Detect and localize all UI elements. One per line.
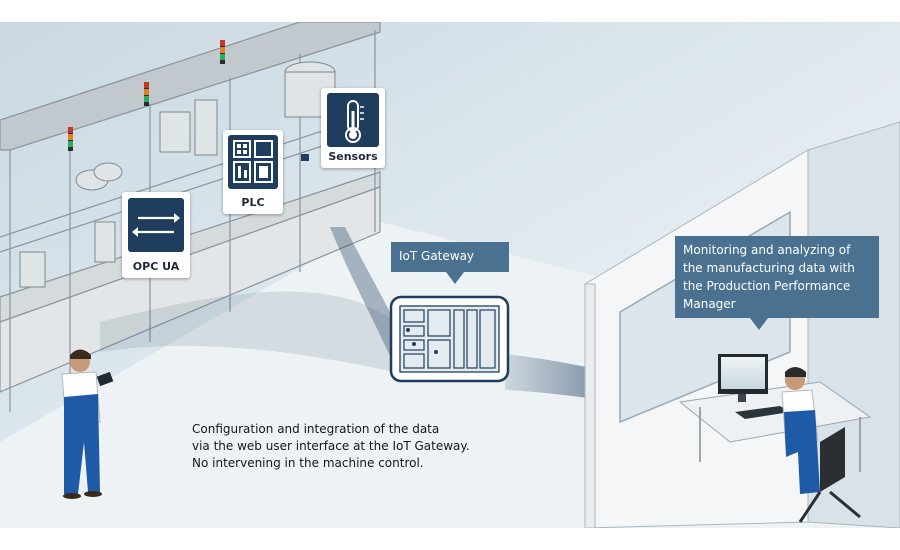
monitoring-line: the manufacturing data with — [683, 261, 855, 275]
bidirectional-arrows-icon — [132, 213, 180, 237]
configuration-description: Configuration and integration of the dat… — [192, 421, 470, 472]
signal-towers — [68, 40, 225, 151]
iot-gateway-device — [389, 295, 510, 383]
sensors-label: Sensors — [328, 150, 378, 163]
monitoring-line: Manager — [683, 297, 736, 311]
monitoring-line: the Production Performance — [683, 279, 851, 293]
opc-ua-label: OPC UA — [132, 260, 180, 273]
monitoring-callout: Monitoring and analyzing of the manufact… — [675, 236, 879, 330]
sensor-marker — [301, 154, 309, 161]
machine-parts — [19, 61, 336, 288]
plc-grid-icon — [233, 140, 273, 183]
thermometer-icon — [345, 100, 364, 143]
iot-gateway-label: IoT Gateway — [399, 249, 475, 263]
sensors-box: Sensors — [321, 88, 385, 168]
plc-box: PLC — [223, 130, 283, 214]
sensors-tile — [327, 93, 379, 147]
factory-worker — [61, 349, 114, 499]
monitoring-line: Monitoring and analyzing of — [683, 243, 851, 257]
iot-gateway-callout: IoT Gateway — [391, 242, 509, 284]
configuration-line: No intervening in the machine control. — [192, 456, 424, 470]
plc-label: PLC — [241, 196, 265, 209]
configuration-line: via the web user interface at the IoT Ga… — [192, 439, 470, 453]
opc-ua-box: OPC UA — [122, 192, 190, 278]
flow-band-machine — [100, 291, 395, 372]
flow-band-sensor — [330, 227, 395, 367]
workstation — [678, 354, 872, 523]
opc-ua-tile — [128, 198, 184, 252]
plc-tile — [228, 135, 278, 189]
configuration-line: Configuration and integration of the dat… — [192, 422, 440, 436]
